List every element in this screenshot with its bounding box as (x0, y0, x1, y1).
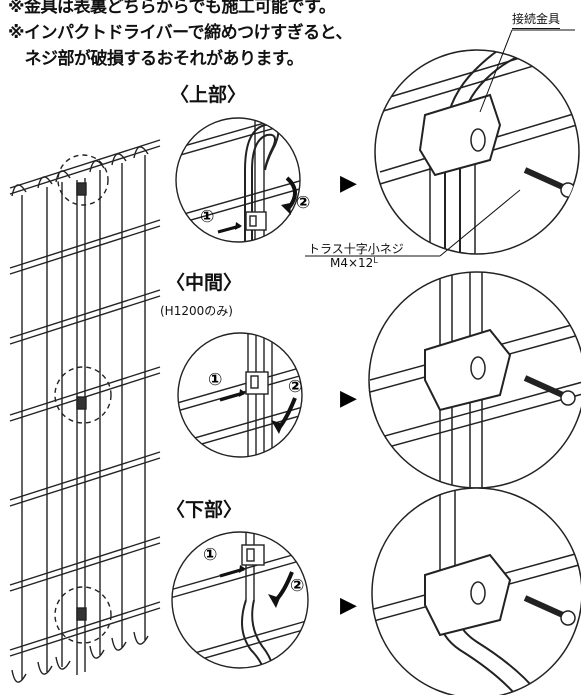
detail-circle-bottom (371, 487, 581, 695)
detail-circle-middle (368, 271, 581, 489)
highlight-circle-bottom (54, 586, 112, 644)
fence-connector-top (76, 182, 87, 196)
process-arrow-middle: ▶ (340, 386, 357, 411)
step-2-label-top: ② (296, 193, 310, 213)
detail-circle-top (374, 49, 580, 255)
note-both-sides: ※金具は表裏どちらからでも施工可能です。 (8, 0, 336, 17)
note-damage: ネジ部が破損するおそれがあります。 (8, 49, 304, 69)
process-arrow-top: ▶ (340, 171, 357, 196)
section-middle-note: (H1200のみ) (160, 304, 233, 318)
fence-top-loops (11, 146, 149, 197)
step-1-label-bottom: ① (203, 545, 217, 565)
rotate-arrow-bottom-head (268, 594, 280, 608)
step-2-label-middle: ② (288, 377, 302, 397)
fence-connector-bottom (76, 607, 87, 621)
step-circle-top (175, 117, 301, 243)
rotate-arrow-middle-head (271, 420, 283, 434)
section-title-middle: 〈中間〉 (166, 272, 243, 294)
note-overtighten: ※インパクトドライバーで締めつけすぎると、 (8, 23, 353, 43)
fence-panel (9, 139, 161, 683)
fence-connector-middle (76, 396, 87, 410)
push-arrow-middle-head (239, 389, 246, 397)
fence-bottom-loops (11, 631, 149, 683)
fence-post (76, 178, 86, 675)
push-arrow-bottom-head (239, 565, 246, 573)
screw-name-label: トラス十字小ネジ (308, 242, 404, 256)
fence-vertical-wires (21, 155, 146, 680)
section-title-bottom: 〈下部〉 (166, 499, 243, 521)
highlight-circle-middle (54, 366, 112, 424)
screw-size-label: M4×12L (330, 256, 378, 270)
step-2-label-bottom: ② (290, 576, 304, 596)
section-title-top: 〈上部〉 (170, 84, 247, 106)
rotate-arrow-top-head (281, 203, 291, 215)
highlight-circle-top (57, 154, 109, 206)
leader-lines (305, 29, 575, 257)
step-1-label-top: ① (200, 207, 214, 227)
push-arrow-top-head (235, 222, 242, 230)
process-arrow-bottom: ▶ (340, 593, 357, 618)
step-circle-bottom (171, 531, 309, 669)
step-1-label-middle: ① (208, 370, 222, 390)
connector-label: 接続金具 (512, 10, 561, 29)
